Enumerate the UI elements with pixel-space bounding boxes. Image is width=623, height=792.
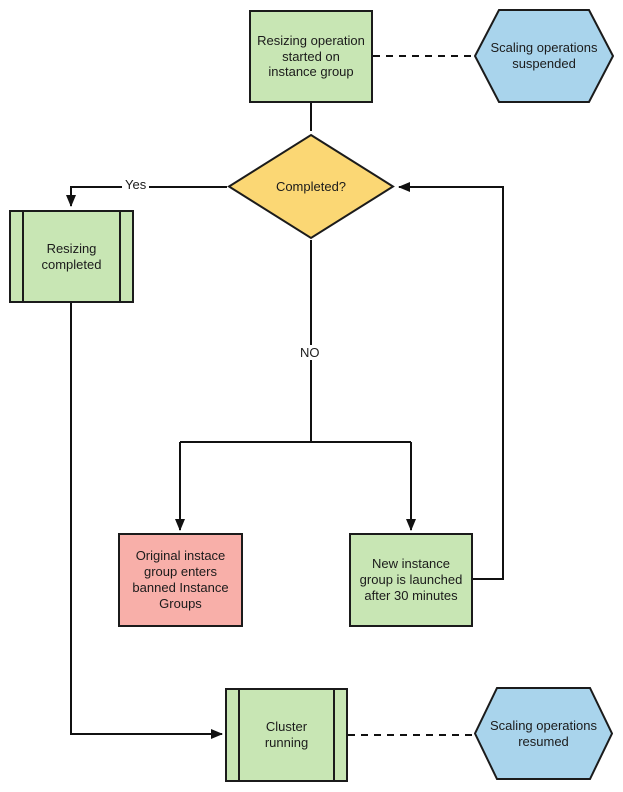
node-cluster-running: Cluster running [225, 688, 348, 782]
predefined-process-bar-right [333, 690, 335, 780]
node-label: Cluster running [264, 719, 309, 750]
node-scaling-resumed: Scaling operations resumed [474, 687, 613, 780]
hexagon-shape [474, 9, 614, 103]
node-label: Scaling operations resumed [490, 717, 597, 749]
predefined-process-bar-left [238, 690, 240, 780]
edge-new-group-loop-to-completed [398, 182, 504, 580]
node-label: Resizing operation started on instance g… [257, 32, 365, 80]
node-resizing-operation-started: Resizing operation started on instance g… [249, 10, 373, 103]
node-label: Scaling operations suspended [490, 40, 598, 71]
edge-yes-to-resizing-completed [66, 186, 227, 207]
node-label: Resizing completed [41, 240, 102, 272]
hexagon-shape [474, 687, 613, 780]
node-label: Completed? [275, 178, 347, 194]
edge-resizing-completed-to-cluster [70, 303, 223, 739]
node-resizing-completed: Resizing completed [9, 210, 134, 303]
predefined-process-bar-right [119, 212, 121, 301]
node-label: New instance group is launched after 30 … [359, 556, 463, 603]
node-label: Original instace group enters banned Ins… [132, 548, 229, 611]
predefined-process-bar-left [22, 212, 24, 301]
edge-label-no: NO [297, 345, 323, 360]
diamond-shape [227, 133, 395, 240]
node-scaling-suspended: Scaling operations suspended [474, 9, 614, 103]
node-completed-decision: Completed? [227, 133, 395, 240]
edge-label-yes: Yes [122, 177, 150, 192]
node-new-instance-group: New instance group is launched after 30 … [349, 533, 473, 627]
node-banned-instance-groups: Original instace group enters banned Ins… [118, 533, 243, 627]
